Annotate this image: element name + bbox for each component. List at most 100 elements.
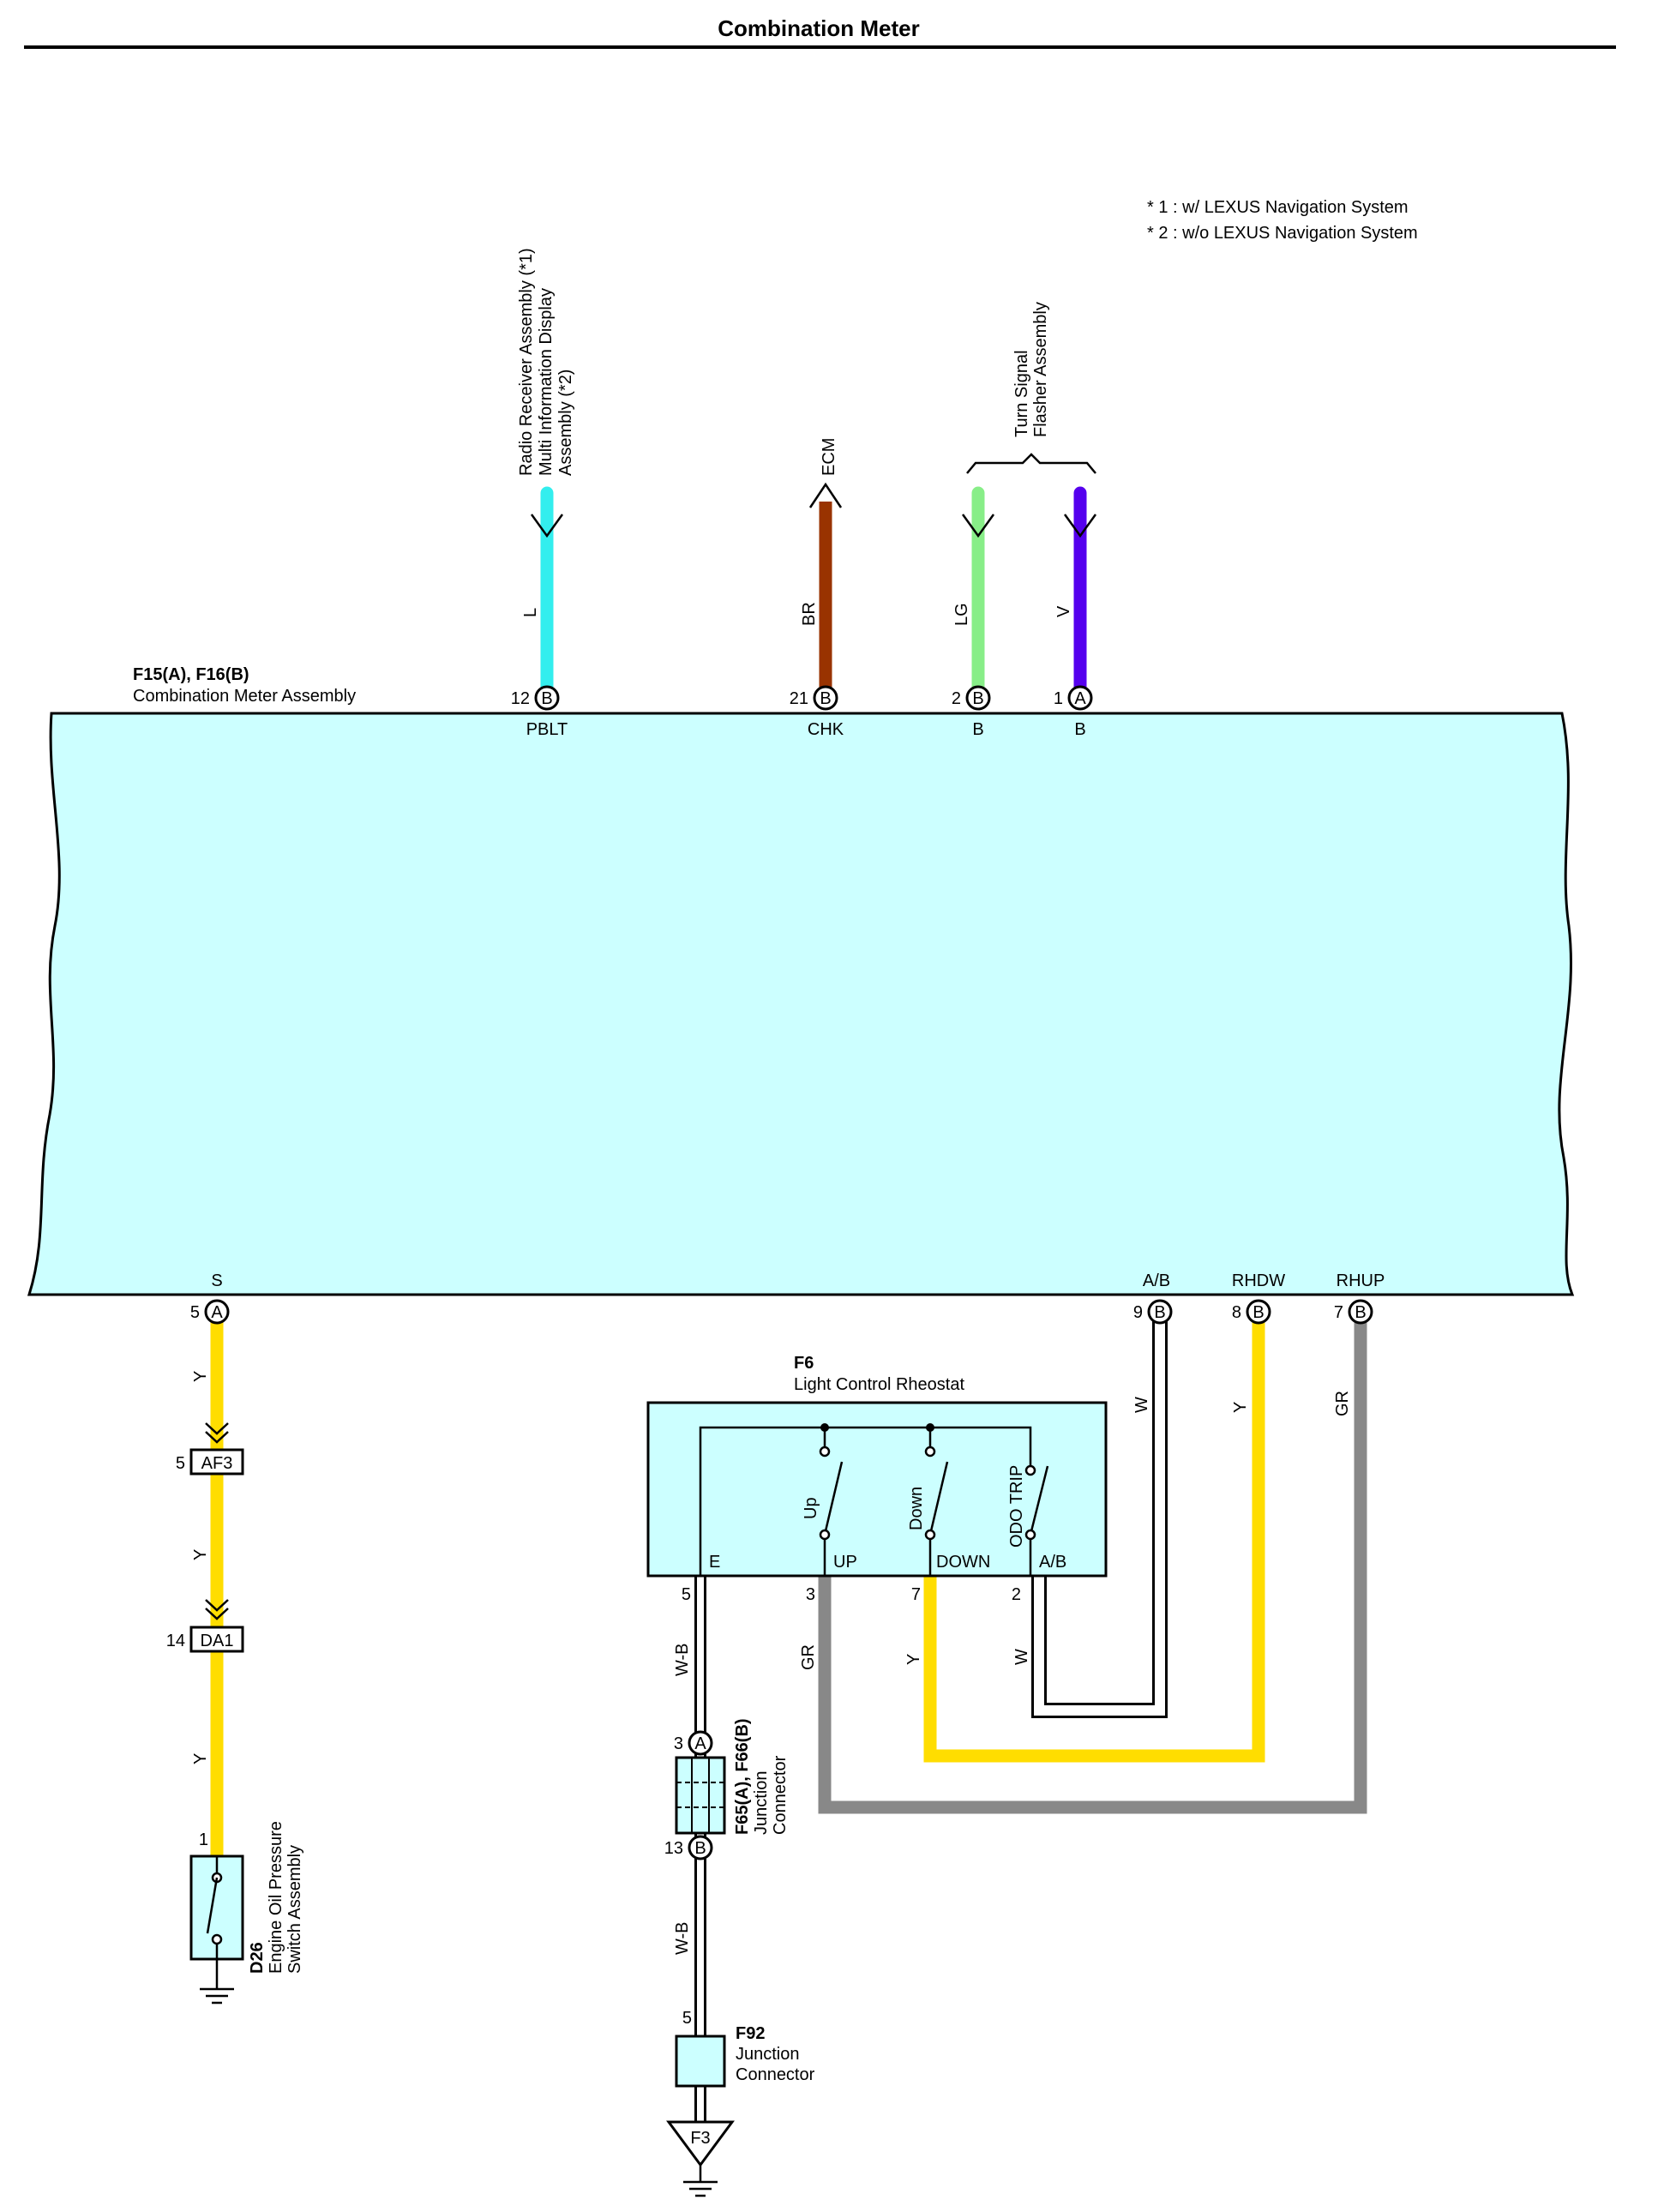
bottom-pin-8: RHDW B 8 bbox=[1232, 1271, 1285, 1325]
rheostat-pin-2: 2 bbox=[1012, 1585, 1021, 1604]
af3-num: 5 bbox=[176, 1454, 185, 1473]
radio-label-3: Assembly (*2) bbox=[556, 370, 575, 476]
switch-label-down: Down bbox=[907, 1487, 926, 1530]
rheostat-pin-5: 5 bbox=[682, 1585, 691, 1604]
da1-num: 14 bbox=[166, 1632, 185, 1650]
top-pin-2-num: 2 bbox=[952, 689, 961, 708]
junction-pin-b: B 13 bbox=[664, 1835, 713, 1860]
sensor-pin: 1 bbox=[199, 1830, 208, 1849]
odo-contact-bottom bbox=[1024, 1529, 1036, 1541]
turn-brace bbox=[966, 453, 1096, 474]
junction-name-2: Connector bbox=[771, 1755, 790, 1835]
term-e: E bbox=[709, 1553, 720, 1572]
junction-ref: F65(A), F66(B) bbox=[733, 1718, 752, 1835]
top-pin-12-conn: B bbox=[541, 689, 552, 708]
odo-contact-top bbox=[1024, 1464, 1036, 1476]
down-switch-blade-icon bbox=[928, 1461, 949, 1536]
junction-pin-a: A 3 bbox=[674, 1730, 713, 1756]
wire-label-l: L bbox=[521, 608, 540, 617]
bottom-pin-8-term: RHDW bbox=[1232, 1271, 1285, 1290]
rheostat-pin-7: 7 bbox=[911, 1585, 921, 1604]
junction-pin-b-num: 13 bbox=[664, 1839, 683, 1858]
note-2: * 2 : w/o LEXUS Navigation System bbox=[1147, 224, 1418, 243]
wire-label-wb-2: W-B bbox=[673, 1921, 692, 1955]
note-1: * 1 : w/ LEXUS Navigation System bbox=[1147, 198, 1409, 217]
junction-name-1: Junction bbox=[752, 1771, 771, 1836]
top-pin-2: B 2 B bbox=[952, 685, 991, 739]
bottom-pin-7: RHUP B 7 bbox=[1334, 1271, 1385, 1325]
bottom-pin-8-num: 8 bbox=[1232, 1303, 1241, 1322]
ground-f3-triangle-icon bbox=[666, 2120, 735, 2167]
wire-label-y-rhdw: Y bbox=[1231, 1402, 1250, 1413]
rheostat-bus bbox=[699, 1426, 1032, 1576]
sensor-name-2: Switch Assembly bbox=[285, 1845, 304, 1974]
up-switch-blade-icon bbox=[823, 1461, 844, 1536]
ground-f3-icon bbox=[683, 2180, 718, 2197]
f92-connector-box bbox=[675, 2035, 726, 2088]
chevron-da1-b-icon bbox=[205, 1608, 229, 1620]
ecm-label: ECM bbox=[820, 438, 838, 476]
rheostat-ref: F6 bbox=[794, 1354, 814, 1373]
down-contact-bottom bbox=[924, 1529, 936, 1541]
top-pin-12-num: 12 bbox=[511, 689, 530, 708]
top-pin-2-conn: B bbox=[972, 689, 983, 708]
wire-label-w-ab: W bbox=[1132, 1397, 1151, 1413]
term-down: DOWN bbox=[936, 1553, 990, 1572]
junction-pin-a-num: 3 bbox=[674, 1734, 683, 1753]
bottom-pin-5-term: S bbox=[211, 1271, 222, 1290]
wire-label-y-1: Y bbox=[191, 1371, 210, 1382]
da1-name: DA1 bbox=[201, 1632, 234, 1650]
chevron-da1-a-icon bbox=[205, 1599, 229, 1612]
bottom-pin-5-conn: A bbox=[211, 1303, 223, 1322]
page-title: Combination Meter bbox=[718, 15, 919, 41]
turn-label-2: Flasher Assembly bbox=[1031, 302, 1050, 437]
radio-label-1: Radio Receiver Assembly (*1) bbox=[517, 248, 536, 476]
ground-icon bbox=[200, 1987, 234, 2005]
combination-meter-box bbox=[27, 712, 1575, 1296]
arrow-down-v-icon bbox=[1063, 514, 1097, 538]
meter-ref: F15(A), F16(B) bbox=[133, 665, 249, 684]
top-pin-1-term: B bbox=[1074, 720, 1085, 739]
turn-label-1: Turn Signal bbox=[1012, 350, 1031, 437]
switch-label-up: Up bbox=[802, 1497, 820, 1519]
bottom-pin-9: A/B B 9 bbox=[1133, 1271, 1173, 1325]
bottom-pin-9-conn: B bbox=[1154, 1303, 1165, 1322]
term-up: UP bbox=[833, 1553, 857, 1572]
odo-switch-blade-icon bbox=[1029, 1465, 1049, 1536]
up-contact-bottom bbox=[819, 1529, 831, 1541]
af3-connector bbox=[189, 1448, 244, 1476]
arrow-down-radio-icon bbox=[530, 514, 564, 538]
f92-name-1: Junction bbox=[736, 2045, 800, 2064]
ground-f3-label: F3 bbox=[690, 2129, 710, 2148]
top-pin-1-num: 1 bbox=[1054, 689, 1063, 708]
wire-gr bbox=[818, 1320, 1367, 1814]
bottom-pin-7-term: RHUP bbox=[1337, 1271, 1385, 1290]
wire-label-lg: LG bbox=[952, 603, 971, 626]
chevron-af3-a-icon bbox=[205, 1422, 229, 1435]
bottom-pin-7-num: 7 bbox=[1334, 1303, 1343, 1322]
bottom-pin-9-num: 9 bbox=[1133, 1303, 1143, 1322]
wire-label-w-2: W bbox=[1012, 1649, 1031, 1665]
rheostat-pin-3: 3 bbox=[806, 1585, 815, 1604]
top-pin-21-conn: B bbox=[820, 689, 831, 708]
f92-ref: F92 bbox=[736, 2024, 765, 2043]
junction-pin-b-conn: B bbox=[694, 1839, 706, 1858]
f92-pin: 5 bbox=[682, 2009, 692, 2028]
wire-label-br: BR bbox=[800, 602, 819, 626]
bottom-pin-5-num: 5 bbox=[190, 1303, 200, 1322]
top-pin-2-term: B bbox=[972, 720, 983, 739]
top-pin-12-term: PBLT bbox=[526, 720, 568, 739]
sensor-ref: D26 bbox=[248, 1942, 267, 1974]
wire-label-v: V bbox=[1054, 605, 1073, 617]
switch-blade-icon bbox=[206, 1877, 219, 1934]
f92-name-2: Connector bbox=[736, 2065, 815, 2084]
rheostat-box bbox=[646, 1401, 1108, 1578]
term-ab: A/B bbox=[1039, 1553, 1066, 1572]
arrow-up-ecm-icon bbox=[808, 482, 843, 508]
wire-label-gr-2: GR bbox=[799, 1644, 818, 1670]
bottom-pin-5: S A 5 bbox=[190, 1271, 230, 1325]
top-pin-21-term: CHK bbox=[808, 720, 844, 739]
wire-label-y-3: Y bbox=[191, 1753, 210, 1764]
rheostat-name: Light Control Rheostat bbox=[794, 1375, 964, 1394]
